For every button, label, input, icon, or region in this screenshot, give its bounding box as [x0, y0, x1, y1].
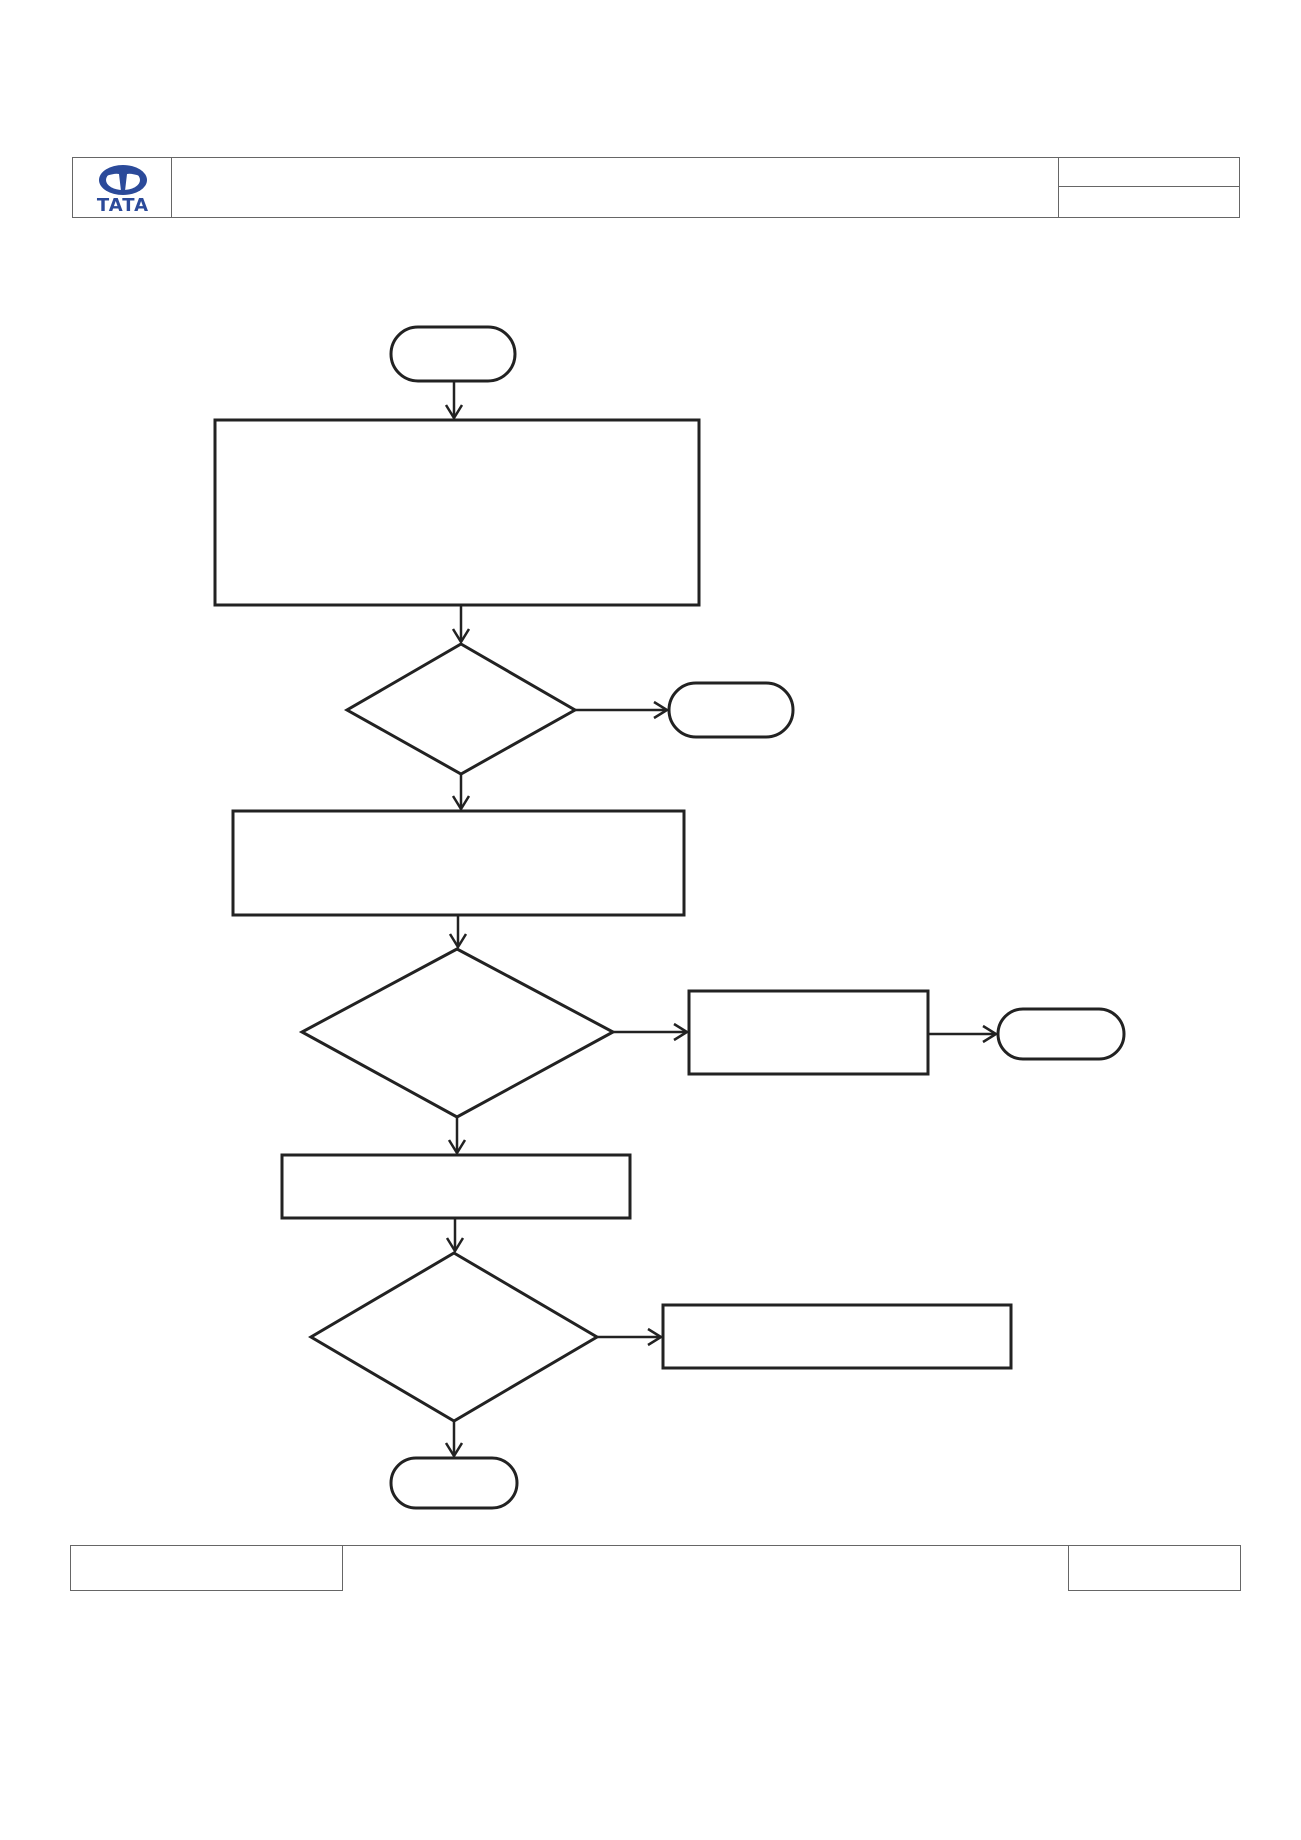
- connector-decision-2-to-process-4: [447, 1117, 467, 1156]
- decision-diamond-3: [308, 1251, 600, 1423]
- process-box-2: [231, 809, 686, 917]
- logo-text: TATA: [97, 195, 149, 215]
- connector-decision-3-to-process-5: [597, 1327, 664, 1347]
- end-terminal: [389, 1456, 519, 1510]
- logo-cell: TATA: [73, 158, 172, 217]
- connector-decision-1-to-terminal-1: [575, 700, 670, 720]
- connector-process-4-to-decision-3: [445, 1218, 465, 1254]
- tata-logo-icon: TATA: [97, 165, 149, 215]
- connector-start-to-process-1: [444, 381, 464, 421]
- start-terminal: [389, 325, 517, 383]
- footer-divider: [343, 1545, 1068, 1546]
- footer-right-cell: [1068, 1545, 1241, 1591]
- document-header: TATA: [72, 157, 1240, 218]
- connector-decision-2-to-process-3: [613, 1022, 690, 1042]
- header-doc-number-cell: [1058, 158, 1239, 187]
- header-title-cell: [171, 158, 1059, 217]
- connector-decision-3-to-end: [444, 1421, 464, 1459]
- decision-diamond-1: [343, 642, 579, 776]
- connector-process-2-to-decision-2: [448, 915, 468, 950]
- process-box-5: [661, 1303, 1013, 1370]
- connector-process-3-to-terminal-2: [928, 1024, 999, 1044]
- footer-left-cell: [70, 1545, 343, 1591]
- decision-diamond-2: [298, 947, 617, 1119]
- terminal-2: [996, 1007, 1126, 1061]
- connector-process-1-to-decision-1: [451, 605, 471, 645]
- terminal-1: [667, 681, 795, 739]
- process-box-3: [687, 989, 930, 1076]
- process-box-1: [213, 418, 701, 607]
- connector-decision-1-to-process-2: [451, 774, 471, 812]
- process-box-4: [280, 1153, 632, 1220]
